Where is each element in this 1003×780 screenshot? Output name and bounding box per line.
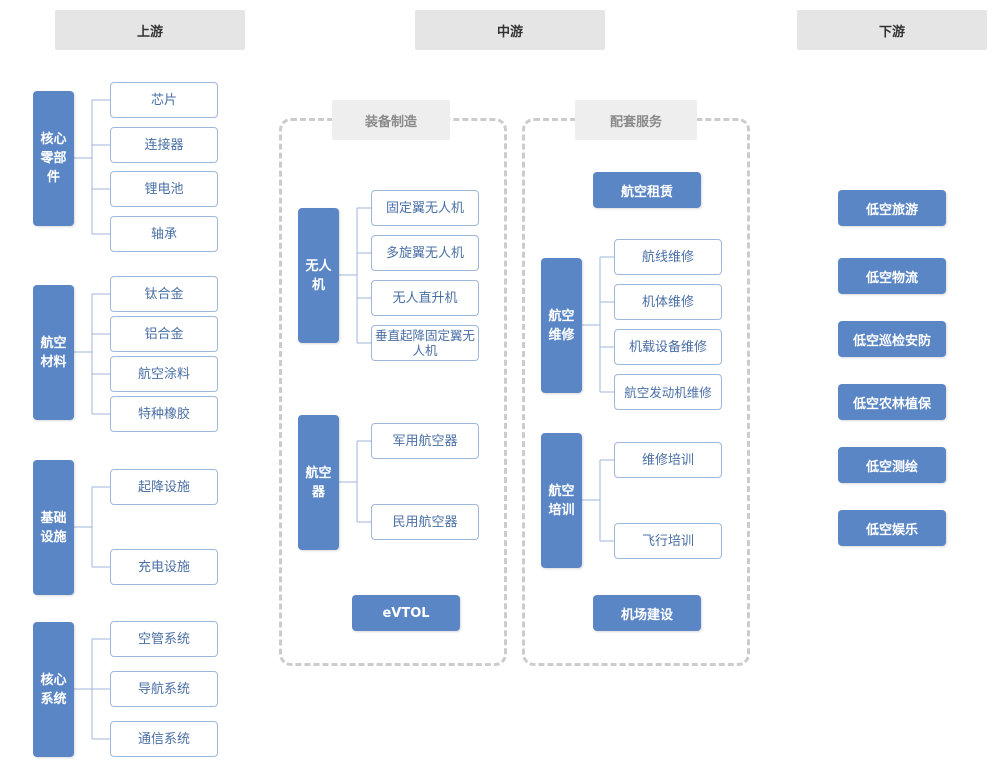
item-chip: 芯片 bbox=[110, 82, 218, 118]
header-upstream: 上游 bbox=[55, 10, 245, 50]
item-aviation-leasing: 航空租赁 bbox=[593, 172, 701, 208]
header-midstream: 中游 bbox=[415, 10, 605, 50]
category-training: 航空培训 bbox=[541, 433, 582, 568]
connector-materials bbox=[74, 293, 110, 415]
connector-drones bbox=[339, 207, 371, 344]
item-helicopter: 无人直升机 bbox=[371, 280, 479, 316]
item-low-altitude-logistics: 低空物流 bbox=[838, 258, 946, 294]
item-low-altitude-agriculture: 低空农林植保 bbox=[838, 384, 946, 420]
item-fixed-wing: 固定翼无人机 bbox=[371, 190, 479, 226]
item-rubber: 特种橡胶 bbox=[110, 396, 218, 432]
item-low-altitude-surveying: 低空测绘 bbox=[838, 447, 946, 483]
item-airport-construction: 机场建设 bbox=[593, 595, 701, 631]
item-nav-system: 导航系统 bbox=[110, 671, 218, 707]
item-line-maintenance: 航线维修 bbox=[614, 239, 722, 275]
region-label-equipment: 装备制造 bbox=[332, 100, 450, 140]
category-drones: 无人机 bbox=[298, 208, 339, 343]
item-engine-maintenance: 航空发动机维修 bbox=[614, 374, 722, 410]
item-low-altitude-tourism: 低空旅游 bbox=[838, 190, 946, 226]
item-low-altitude-entertainment: 低空娱乐 bbox=[838, 510, 946, 546]
item-civil-aircraft: 民用航空器 bbox=[371, 504, 479, 540]
category-materials: 航空材料 bbox=[33, 285, 74, 420]
item-evtol: eVTOL bbox=[352, 595, 460, 631]
item-multirotor: 多旋翼无人机 bbox=[371, 235, 479, 271]
category-aircraft: 航空器 bbox=[298, 415, 339, 550]
region-label-services: 配套服务 bbox=[575, 100, 697, 140]
category-core-systems: 核心系统 bbox=[33, 622, 74, 757]
item-atc-system: 空管系统 bbox=[110, 621, 218, 657]
item-maintenance-training: 维修培训 bbox=[614, 442, 722, 478]
item-low-altitude-inspection: 低空巡检安防 bbox=[838, 321, 946, 357]
item-coating: 航空涂料 bbox=[110, 356, 218, 392]
header-downstream: 下游 bbox=[797, 10, 987, 50]
item-connector: 连接器 bbox=[110, 127, 218, 163]
item-comm-system: 通信系统 bbox=[110, 721, 218, 757]
category-maintenance: 航空维修 bbox=[541, 258, 582, 393]
connector-core-systems bbox=[74, 638, 110, 740]
item-vtol-fixed-wing: 垂直起降固定翼无人机 bbox=[371, 325, 479, 361]
item-military-aircraft: 军用航空器 bbox=[371, 423, 479, 459]
item-titanium: 钛合金 bbox=[110, 276, 218, 312]
item-lithium-battery: 锂电池 bbox=[110, 171, 218, 207]
category-infrastructure: 基础设施 bbox=[33, 460, 74, 595]
connector-aircraft bbox=[339, 440, 371, 523]
item-bearing: 轴承 bbox=[110, 216, 218, 252]
connector-maintenance bbox=[582, 256, 614, 393]
item-airframe-maintenance: 机体维修 bbox=[614, 284, 722, 320]
item-flight-training: 飞行培训 bbox=[614, 523, 722, 559]
item-avionics-maintenance: 机载设备维修 bbox=[614, 329, 722, 365]
item-aluminum: 铝合金 bbox=[110, 316, 218, 352]
item-landing-facility: 起降设施 bbox=[110, 469, 218, 505]
connector-training bbox=[582, 459, 614, 542]
connector-infrastructure bbox=[74, 486, 110, 568]
category-core-parts: 核心零部件 bbox=[33, 91, 74, 226]
item-charging-facility: 充电设施 bbox=[110, 549, 218, 585]
connector-core-parts bbox=[74, 99, 110, 235]
